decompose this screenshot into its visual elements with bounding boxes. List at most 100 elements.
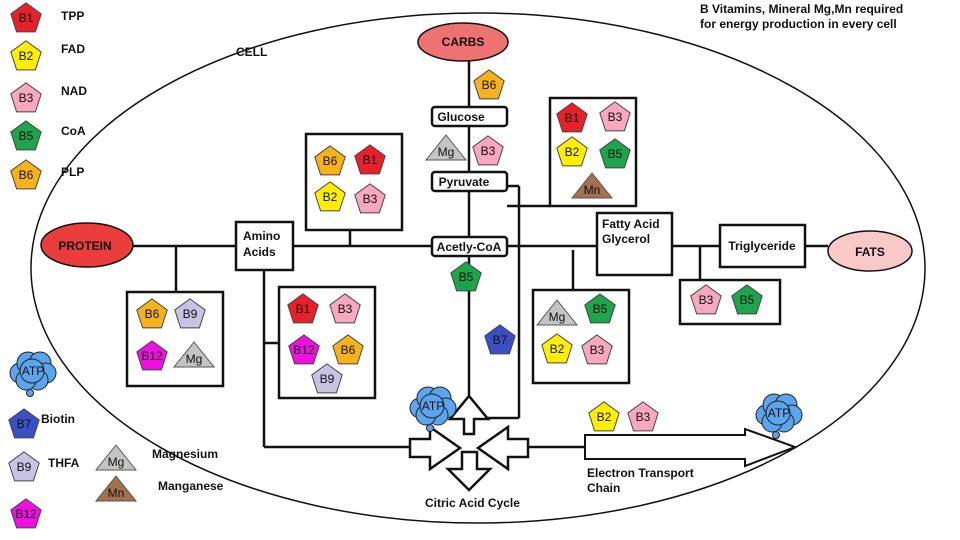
trig-cofactor-box [678,278,782,326]
etc-b3-badge-label: B3 [636,410,651,424]
trig-b3-badge-label: B3 [699,293,714,307]
legend-b9-badge-shape [8,451,40,482]
amino-bottom-b3-badge-shape [329,293,361,324]
triglyceride-node: Triglyceride [718,223,807,269]
b3-glycolysis-badge-shape [472,135,504,166]
fatty-b3-badge-label: B3 [590,343,605,357]
amino-into-cycle-arrow [408,424,463,472]
legend-b6-badge: B6 [10,159,42,190]
pyruvate-box [430,170,509,193]
legend-thfa-label: THFA [48,456,80,470]
b7-cycle-badge-shape [484,324,516,355]
protein-b9-badge: B9 [174,298,206,329]
carbs-label: CARBS [442,35,485,49]
fatty-b2-badge-label: B2 [550,342,565,356]
pdh-b5-badge: B5 [599,138,631,169]
amino-top-b2-badge-label: B2 [323,190,338,204]
fatty-b5-badge: B5 [584,293,616,324]
legend-b6-badge-label: B6 [19,168,34,182]
pdh-b1-badge-shape [556,102,588,133]
carbs-node: CARBS [417,22,509,62]
etc-b3-badge-shape [627,401,659,432]
amino-acids-node: Amino Acids [234,220,295,272]
fatty-b5-badge-label: B5 [593,302,608,316]
cycle-atp-cloud: ATP [409,386,457,432]
etc-into-cycle-arrow [475,424,530,472]
triglyceride-box [718,223,807,269]
amino-bottom-b12-badge-shape [288,334,320,365]
amino-top-b3-badge-label: B3 [363,192,378,206]
pdh-b2-badge: B2 [556,136,588,167]
fatty-mg-badge: Mg [535,299,579,326]
amino-bottom-b3-badge: B3 [329,293,361,324]
amino-bottom-b6-badge: B6 [332,334,364,365]
legend-mn-badge: Mn [94,475,138,502]
protein-b12-badge: B12 [136,340,168,371]
pdh-mn-badge-label: Mn [584,183,601,197]
fats-label: FATS [855,245,885,259]
amino-acids-box [234,220,295,272]
mg-glycolysis-badge-shape [424,134,468,161]
legend-manganese-label: Manganese [158,479,224,493]
amino-top-b2-badge: B2 [314,181,346,212]
mg-glycolysis-badge-label: Mg [438,145,455,159]
legend-mn-badge-label: Mn [108,486,125,500]
legend-b7-badge-label: B7 [17,417,32,431]
b5-acetyl-badge-label: B5 [459,270,474,284]
amino-top-b1-badge: B1 [354,144,386,175]
legend-b12-badge: B12 [10,498,42,529]
b5-acetyl-badge-shape [450,261,482,292]
amino-top-b3-badge-shape [354,183,386,214]
pdh-mn-badge: Mn [570,172,614,199]
etc-atp-cloud-tail [772,431,780,439]
etc-b2-badge-shape [588,401,620,432]
legend-mg-badge-label: Mg [108,455,125,469]
legend-b2-badge: B2 [10,40,42,71]
b3-glycolysis-badge-label: B3 [481,144,496,158]
cycle-atp-cloud-tail [426,424,434,432]
amino-top-b3-badge: B3 [354,183,386,214]
pdh-b3-badge: B3 [599,101,631,132]
acetyl-coa-label: Acetly-CoA [437,240,502,254]
legend-b1-badge-label: B1 [19,11,34,25]
protein-mg-badge: Mg [172,341,216,368]
legend-fad-label: FAD [61,42,85,56]
legend-b5-badge: B5 [10,120,42,151]
amino-bottom-b1-badge-label: B1 [296,302,311,316]
legend-atp-cloud: ATP [9,351,57,397]
b6-glucose-badge: B6 [473,69,505,100]
legend-b5-badge-shape [10,120,42,151]
amino-bottom-b9-badge-label: B9 [320,372,335,386]
trig-b3-badge-shape [690,284,722,315]
legend-b1-badge-shape [10,2,42,33]
legend-b3-badge: B3 [10,82,42,113]
glucose-box [430,105,509,128]
pdh-b3-badge-shape [599,101,631,132]
legend-magnesium-label: Magnesium [152,447,218,461]
fatty-b5-badge-shape [584,293,616,324]
protein-b12-badge-label: B12 [141,349,163,363]
legend-b3-badge-label: B3 [19,91,34,105]
acetyl-coa-node: Acetly-CoA [430,235,509,258]
pdh-b2-badge-label: B2 [565,145,580,159]
fatty-acid-label-2: Glycerol [602,232,650,246]
fats-ellipse [827,230,913,272]
amino-top-b1-badge-label: B1 [363,153,378,167]
mg-glycolysis-badge: Mg [424,134,468,161]
triglyceride-label: Triglyceride [728,239,796,253]
cycle-arrows [408,394,530,492]
amino-acids-label-2: Acids [243,245,276,259]
etc-b2-badge: B2 [588,401,620,432]
amino-bottom-b3-badge-label: B3 [338,302,353,316]
trig-b5-badge-label: B5 [740,293,755,307]
amino-top-b6-badge-label: B6 [323,154,338,168]
etc-b3-badge: B3 [627,401,659,432]
legend-mg-badge-shape [94,444,138,471]
fatty-b3-badge: B3 [581,334,613,365]
amino-top-cofactor-box [304,132,404,232]
fatty-mg-badge-shape [535,299,579,326]
protein-b6-badge-shape [136,298,168,329]
pdh-b3-badge-label: B3 [608,110,623,124]
legend-plp-label: PLP [61,165,84,179]
b6-glucose-badge-shape [473,69,505,100]
